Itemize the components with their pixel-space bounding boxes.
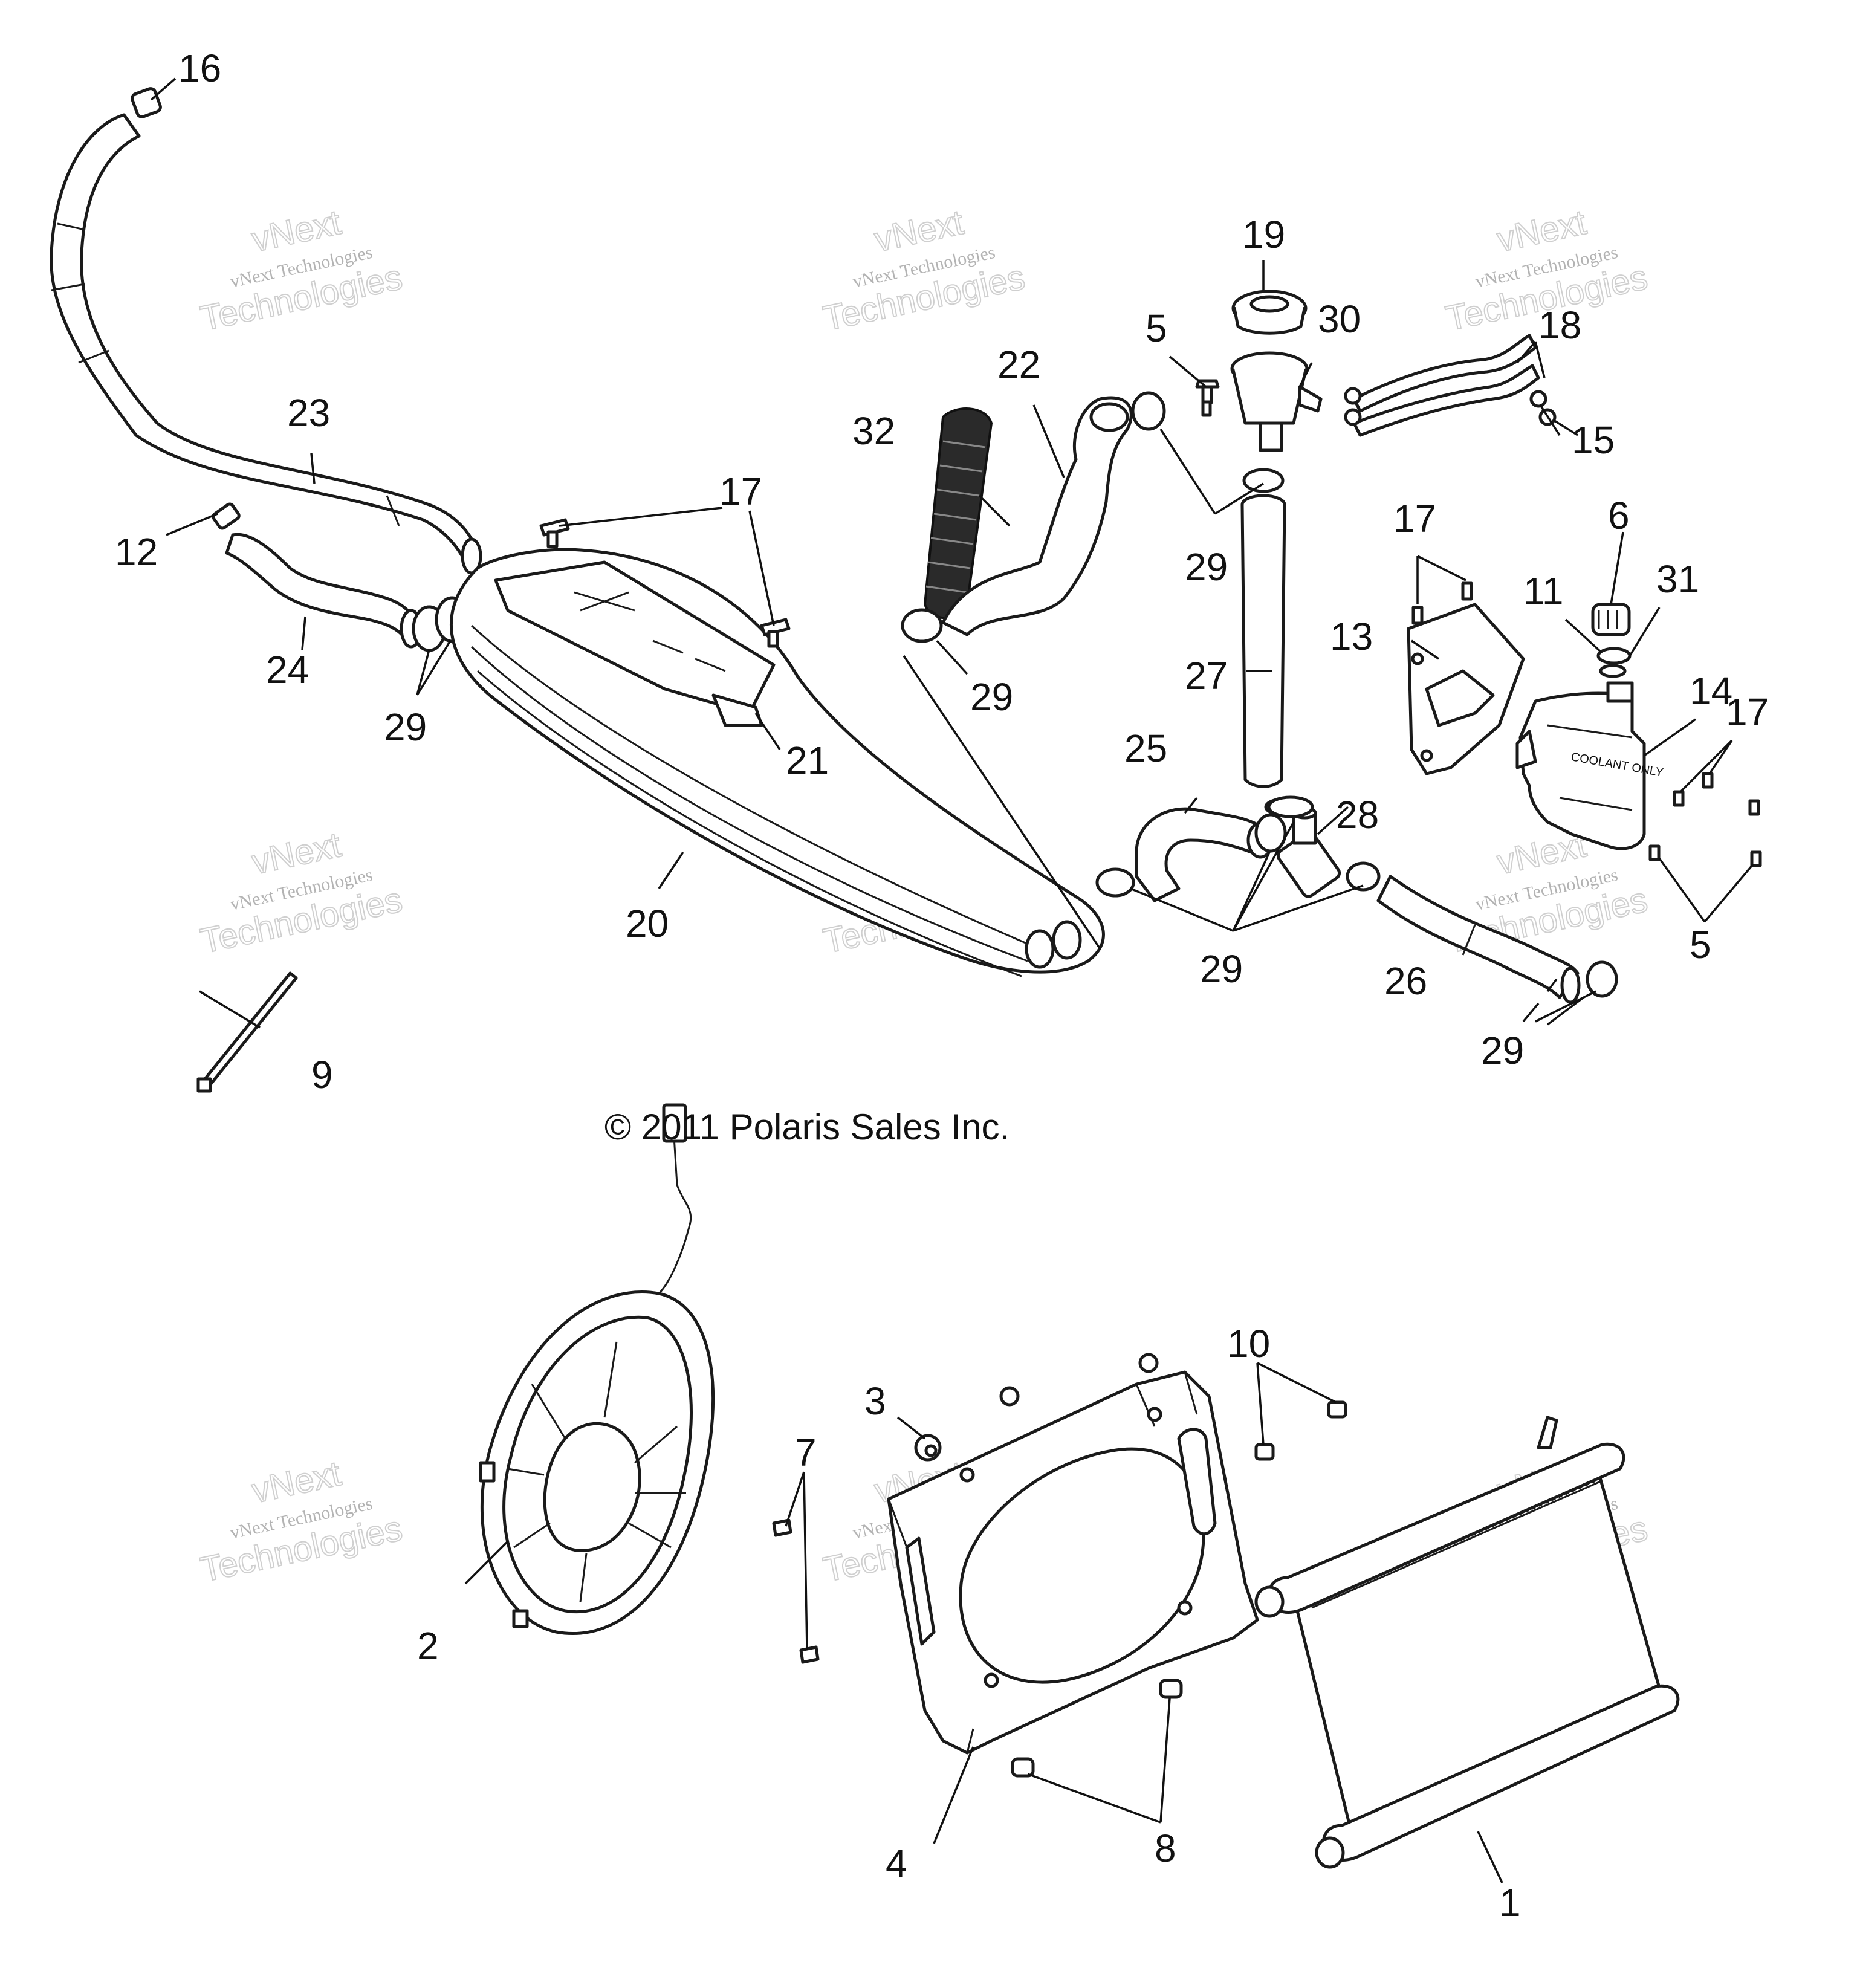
part-21-bracket [494, 560, 776, 727]
part-22-hose [941, 396, 1133, 636]
part-4-fan-shroud [887, 1370, 1259, 1755]
callout-32: 32 [852, 409, 895, 453]
callout-17: 17 [1393, 497, 1436, 540]
callout-9: 9 [311, 1053, 333, 1096]
callout-16: 16 [178, 47, 221, 90]
part-24-hose [225, 533, 423, 649]
part-29-clamp [901, 608, 943, 643]
part-2-cooling-fan [479, 1103, 715, 1635]
callout-21: 21 [786, 739, 829, 782]
part-7-screw [772, 1518, 820, 1664]
callout-1: 1 [1499, 1881, 1521, 1925]
part-11-gasket [1596, 647, 1632, 665]
part-10-bolt [1254, 1400, 1347, 1461]
part-14-coolant-reservoir: COOLANT ONLY [1515, 681, 1664, 850]
watermark: vNext vNext Technologies Technologies [196, 824, 406, 962]
callout-2: 2 [417, 1624, 439, 1668]
callout-5: 5 [1690, 923, 1711, 966]
callout-28: 28 [1336, 793, 1379, 837]
part-17-screw [539, 518, 791, 648]
callout-31: 31 [1656, 557, 1699, 601]
part-15-clamps [1344, 387, 1557, 426]
callout-29: 29 [1200, 947, 1243, 991]
part-13-bracket [1407, 603, 1525, 775]
part-29-clamp [1586, 960, 1618, 998]
callout-3: 3 [864, 1379, 886, 1423]
part-29-clamp [1095, 795, 1381, 898]
part-30-filler-neck [1230, 351, 1323, 452]
callout-26: 26 [1384, 959, 1427, 1003]
part-16-hose-clamp [131, 87, 162, 118]
copyright-notice: © 2011 Polaris Sales Inc. [604, 1107, 1010, 1147]
leader-lines [150, 77, 1754, 1883]
watermark: vNext vNext Technologies Technologies [819, 202, 1029, 339]
callout-13: 13 [1330, 615, 1373, 658]
watermark: vNext vNext Technologies Technologies [196, 202, 406, 339]
part-5-screw [1648, 799, 1762, 867]
part-17-screw [1673, 772, 1714, 807]
callouts: 16 23 12 24 29 17 21 20 32 22 29 29 5 19… [115, 47, 1769, 1925]
callout-14: 14 [1690, 669, 1732, 713]
part-19-radiator-cap [1231, 290, 1308, 335]
callout-29: 29 [1185, 545, 1228, 589]
part-9-cable-tie [196, 971, 298, 1093]
callout-27: 27 [1185, 654, 1228, 698]
part-1-radiator [1254, 1416, 1680, 1869]
callout-17: 17 [1726, 690, 1769, 734]
callout-24: 24 [266, 648, 309, 691]
part-25-hose [1135, 807, 1274, 902]
part-29-clamp [1242, 468, 1285, 493]
part-3-grommet [914, 1353, 1159, 1462]
part-8-grommet [1011, 1679, 1183, 1778]
callout-4: 4 [886, 1842, 907, 1885]
callout-5: 5 [1146, 306, 1167, 350]
callout-20: 20 [626, 902, 669, 945]
part-26-hose [1376, 875, 1581, 1004]
part-12-clamp [212, 502, 241, 530]
part-17-screw [1411, 581, 1473, 625]
part-18-vent-hoses [1352, 334, 1540, 437]
callout-23: 23 [287, 391, 330, 435]
callout-7: 7 [795, 1431, 817, 1474]
callout-12: 12 [115, 530, 158, 574]
part-5-screw [1195, 379, 1220, 417]
callout-29: 29 [384, 705, 427, 749]
callout-30: 30 [1318, 297, 1361, 341]
callout-22: 22 [997, 343, 1040, 386]
callout-29: 29 [970, 675, 1013, 719]
callout-11: 11 [1523, 569, 1563, 613]
callout-25: 25 [1124, 727, 1167, 770]
callout-17: 17 [719, 470, 762, 513]
callout-18: 18 [1538, 303, 1581, 347]
callout-29: 29 [1481, 1029, 1524, 1072]
part-31-o-ring [1599, 664, 1627, 678]
callout-6: 6 [1608, 494, 1630, 537]
callout-10: 10 [1227, 1322, 1270, 1365]
callout-15: 15 [1572, 418, 1615, 462]
part-29-clamp [1131, 391, 1166, 431]
callout-19: 19 [1242, 213, 1285, 256]
part-6-reservoir-cap [1591, 603, 1631, 636]
part-27-straight-hose [1240, 494, 1286, 788]
part-23-long-hose [50, 113, 482, 575]
callout-8: 8 [1155, 1827, 1176, 1870]
watermark: vNext vNext Technologies Technologies [196, 1453, 406, 1590]
